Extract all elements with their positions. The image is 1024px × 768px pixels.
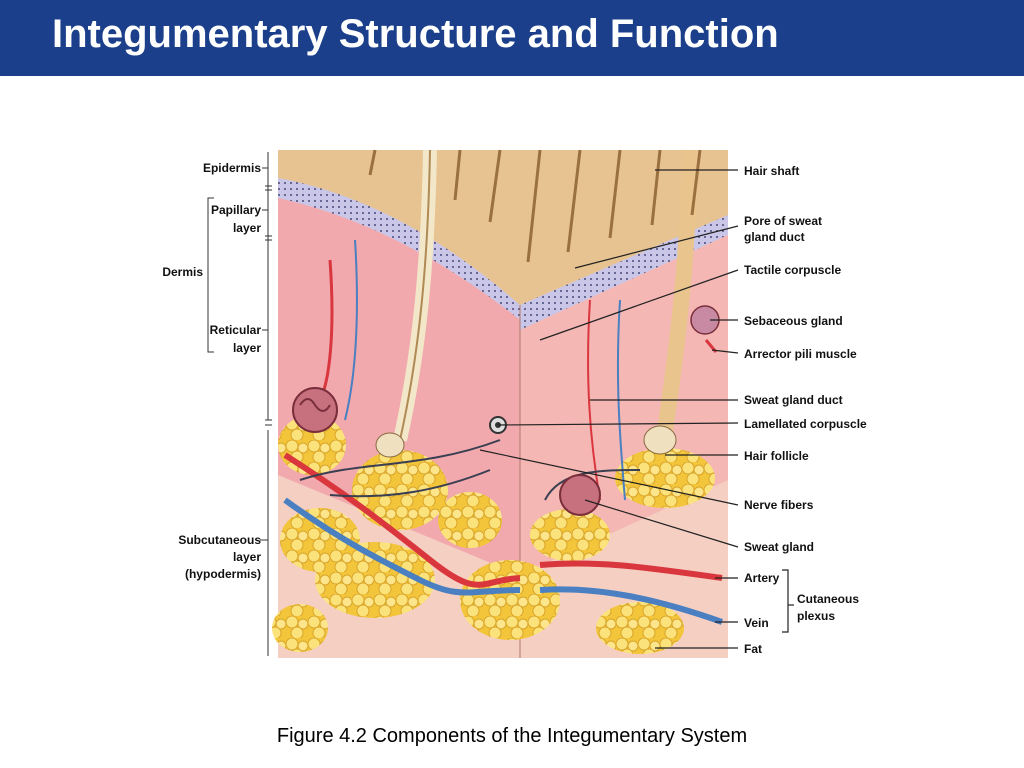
label-nerve: Nerve fibers: [744, 498, 814, 512]
label-papillary-1: Papillary: [211, 203, 261, 217]
title-bar: Integumentary Structure and Function: [0, 0, 1024, 76]
label-pore-2: gland duct: [744, 230, 805, 244]
label-reticular-1: Reticular: [210, 323, 262, 337]
left-brackets: [207, 152, 272, 656]
label-cutaneous-2: plexus: [797, 609, 835, 623]
label-tactile: Tactile corpuscle: [744, 263, 841, 277]
figure-caption: Figure 4.2 Components of the Integumenta…: [276, 725, 748, 747]
label-epidermis: Epidermis: [203, 161, 261, 175]
label-subcutaneous-3: (hypodermis): [185, 567, 261, 581]
label-cutaneous-1: Cutaneous: [797, 592, 859, 606]
slide-title: Integumentary Structure and Function: [52, 12, 779, 56]
nerve-fibers: [299, 439, 641, 501]
label-artery: Artery: [744, 571, 780, 585]
label-sebaceous: Sebaceous gland: [744, 314, 843, 328]
label-vein: Vein: [744, 616, 769, 630]
label-reticular-2: layer: [233, 341, 261, 355]
glands: [292, 305, 720, 516]
label-pore-1: Pore of sweat: [744, 214, 822, 228]
leader-lines: [479, 169, 794, 649]
label-papillary-2: layer: [233, 221, 261, 235]
label-sweat-duct: Sweat gland duct: [744, 393, 843, 407]
fat-lobules: [272, 415, 715, 654]
label-dermis: Dermis: [162, 265, 203, 279]
label-arrector: Arrector pili muscle: [744, 347, 857, 361]
label-subcutaneous-2: layer: [233, 550, 261, 564]
label-hair-shaft: Hair shaft: [744, 164, 799, 178]
label-fat: Fat: [744, 642, 762, 656]
label-lamellated: Lamellated corpuscle: [744, 417, 867, 431]
label-subcutaneous-1: Subcutaneous: [178, 533, 261, 547]
label-sweat-gland: Sweat gland: [744, 540, 814, 554]
cutaneous-plexus: [283, 239, 724, 625]
label-hair-follicle: Hair follicle: [744, 449, 809, 463]
